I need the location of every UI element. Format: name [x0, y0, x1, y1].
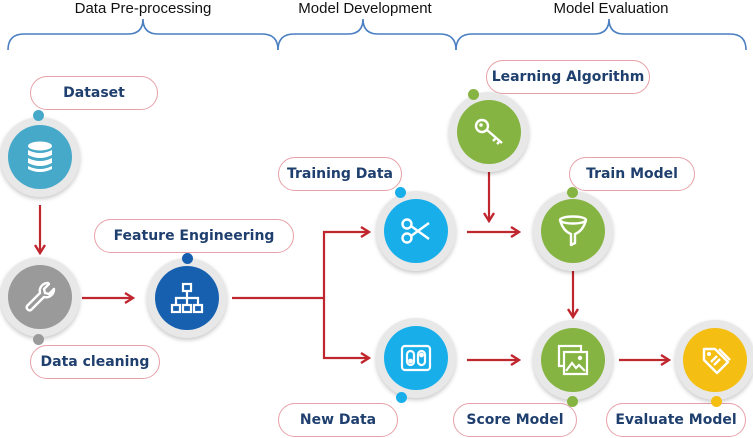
label-train-model: Train Model [569, 157, 695, 191]
node-learning-algorithm [449, 92, 529, 172]
database-icon [28, 141, 52, 172]
dot-score-model [567, 396, 578, 407]
node-training-data [376, 191, 456, 271]
wrench-icon [25, 281, 56, 312]
node-feature-engineering [147, 258, 227, 338]
phase-title-model-evaluation: Model Evaluation [553, 0, 669, 17]
label-new-data: New Data [278, 403, 398, 437]
label-learning-algorithm: Learning Algorithm [486, 60, 650, 94]
node-new-data [376, 318, 456, 398]
label-evaluate-model: Evaluate Model [606, 403, 746, 437]
dot-data-cleaning [33, 334, 44, 345]
dot-feature-engineering [182, 253, 193, 264]
brace-pre-processing [7, 18, 279, 51]
arrow-feature-to-training [232, 232, 368, 300]
node-score-model [533, 320, 613, 400]
node-dataset [0, 117, 80, 197]
dot-dataset [33, 110, 44, 121]
label-feature-engineering: Feature Engineering [94, 219, 294, 253]
dot-evaluate-model [711, 396, 722, 407]
label-training-data: Training Data [278, 157, 402, 191]
label-dataset: Dataset [30, 76, 158, 110]
toggle-panel-icon [400, 344, 432, 372]
dot-learning-algorithm [468, 89, 479, 100]
image-gallery-icon [557, 344, 589, 376]
phase-title-model-development: Model Development [298, 0, 432, 17]
scissors-icon [401, 218, 430, 244]
key-icon [474, 118, 503, 145]
dot-training-data [395, 187, 406, 198]
brace-model-development [277, 18, 457, 51]
label-data-cleaning: Data cleaning [30, 345, 160, 379]
arrow-feature-to-newdata [322, 298, 368, 358]
phase-title-pre-processing: Data Pre-processing [74, 0, 212, 17]
node-data-cleaning [0, 257, 80, 337]
dot-new-data [396, 392, 407, 403]
label-score-model: Score Model [453, 403, 577, 437]
brace-model-evaluation [455, 18, 747, 51]
funnel-icon [558, 215, 588, 247]
node-evaluate-model [675, 320, 753, 400]
node-train-model [533, 191, 613, 271]
hierarchy-icon [170, 282, 204, 314]
price-tag-icon [702, 347, 731, 375]
dot-train-model [567, 187, 578, 198]
